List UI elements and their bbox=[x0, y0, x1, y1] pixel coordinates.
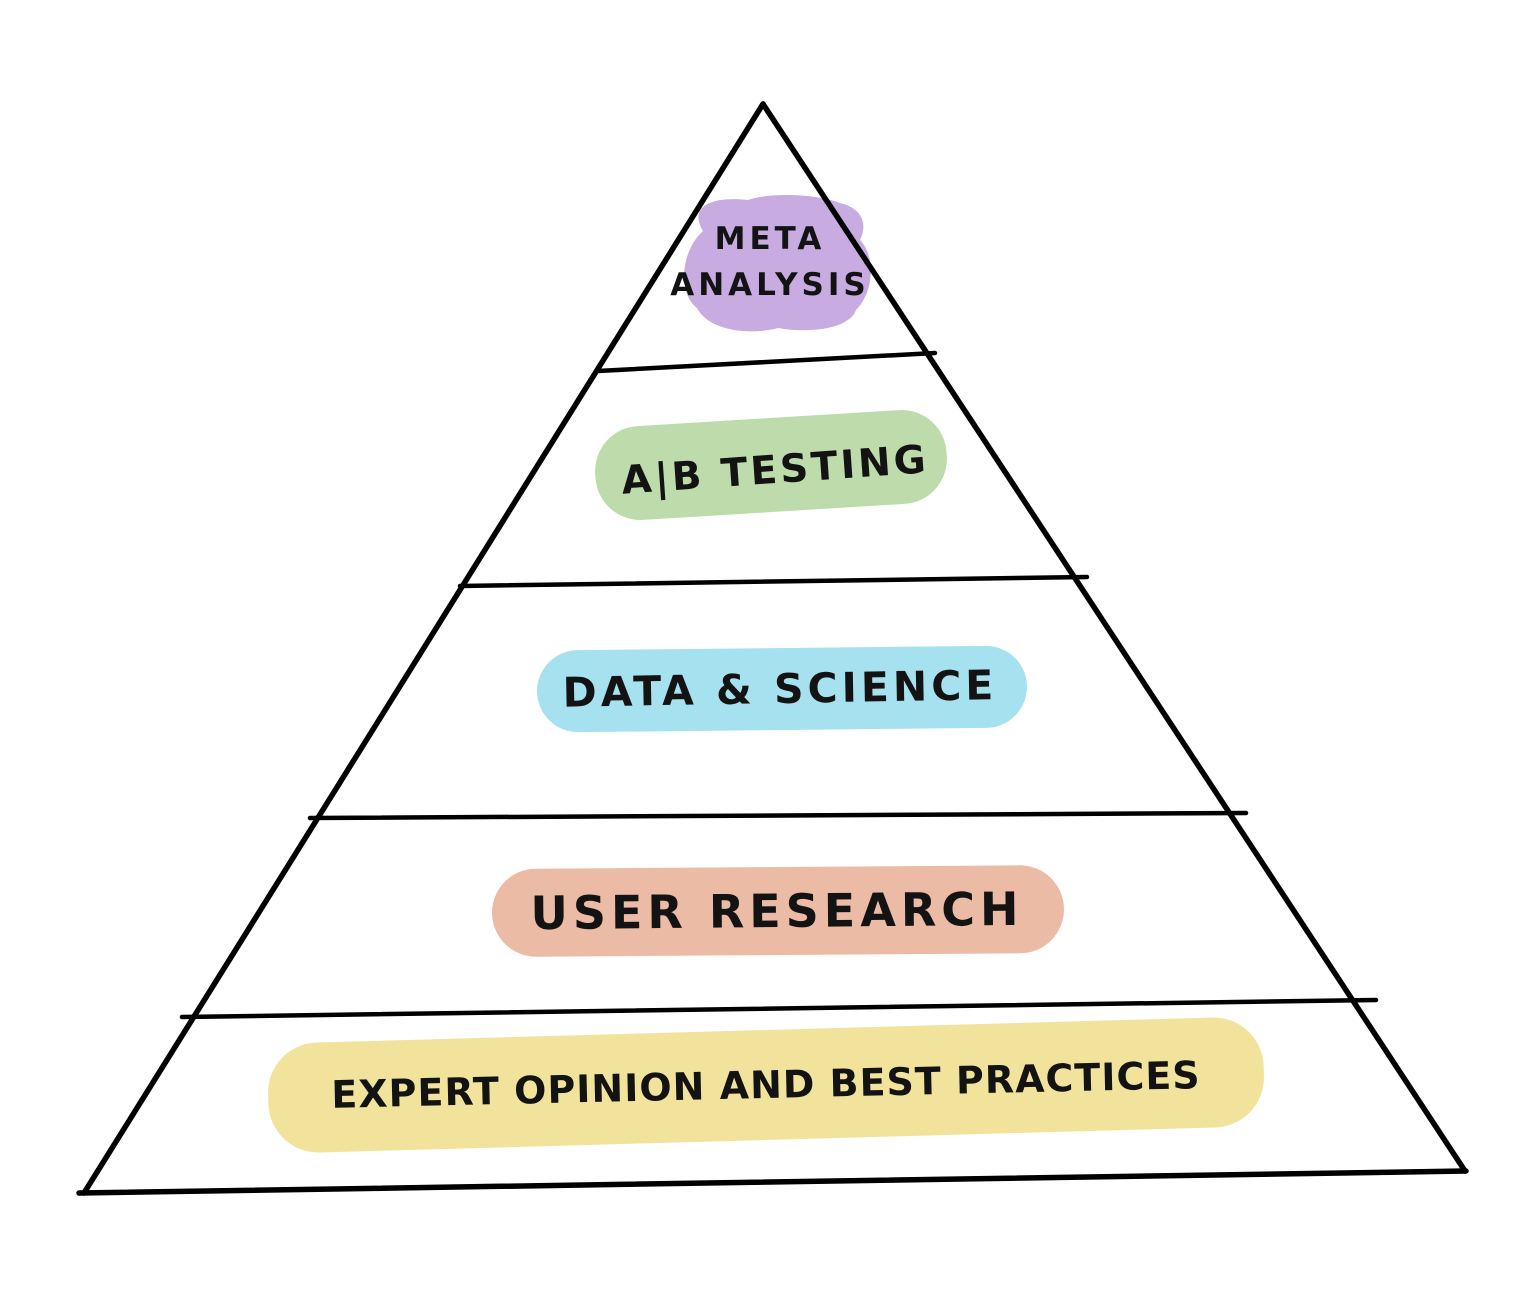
highlight-blob-meta-analysis bbox=[684, 194, 871, 332]
highlight-blob-user-research bbox=[492, 865, 1064, 957]
highlight-blob-expert-opinion bbox=[268, 1017, 1264, 1153]
level-label-data-science: DATA & SCIENCE bbox=[562, 661, 997, 717]
pyramid-right-edge bbox=[760, 101, 1468, 1174]
level-label-user-research: USER RESEARCH bbox=[530, 882, 1023, 940]
level-label-meta-analysis-line1: META bbox=[715, 221, 826, 257]
level-divider-1 bbox=[595, 350, 938, 374]
highlight-blob-ab-testing bbox=[595, 410, 947, 520]
level-divider-4 bbox=[179, 997, 1379, 1020]
level-divider-2 bbox=[457, 574, 1090, 589]
highlight-blob-data-science bbox=[537, 645, 1027, 733]
pyramid-left-edge bbox=[81, 101, 766, 1196]
pyramid-bottom-edge bbox=[76, 1168, 1469, 1196]
level-label-meta-analysis-line2: ANALYSIS bbox=[670, 267, 870, 303]
level-divider-3 bbox=[307, 810, 1249, 821]
